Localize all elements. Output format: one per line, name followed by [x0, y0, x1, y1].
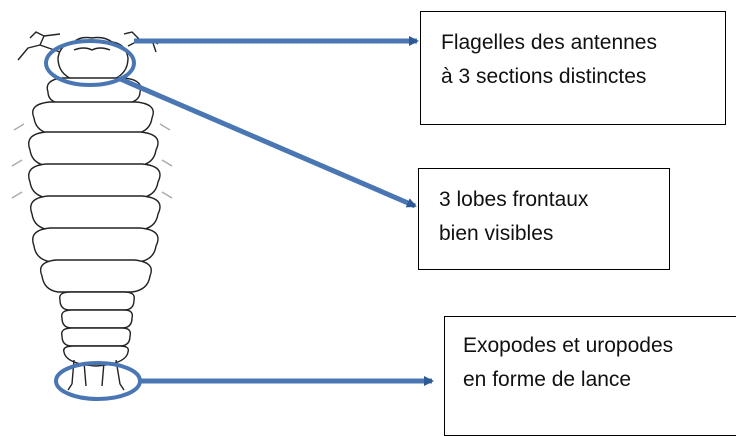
label-lobes-line1: 3 lobes frontaux	[439, 188, 589, 211]
left-antenna	[17, 31, 61, 61]
pleon-segment-3	[61, 327, 132, 347]
segment-3	[28, 131, 159, 167]
segment-6	[32, 227, 159, 263]
pleon-segment-1	[59, 291, 135, 311]
tail-highlight-ellipse	[54, 361, 142, 401]
segment-2	[32, 101, 154, 135]
pleon-segment-2	[61, 309, 134, 329]
label-exopodes-line2: en forme de lance	[463, 368, 632, 391]
pereopod-hints	[11, 123, 173, 199]
uropods	[67, 359, 125, 391]
segment-4	[28, 163, 161, 199]
label-exopodes-line1: Exopodes et uropodes	[463, 334, 674, 357]
head-highlight-ellipse	[44, 39, 136, 87]
label-antennes-line1: Flagelles des antennes	[441, 31, 657, 54]
segment-5	[30, 195, 161, 231]
segment-7	[39, 259, 152, 293]
label-lobes-line2: bien visibles	[439, 222, 554, 245]
label-antennes-line2: à 3 sections distinctes	[441, 65, 647, 88]
label-box-exopodes: Exopodes et uropodes en forme de lance	[444, 316, 736, 436]
label-box-lobes: 3 lobes frontaux bien visibles	[418, 168, 670, 270]
isopod-drawing	[11, 31, 173, 391]
arrow-lobes	[117, 75, 417, 209]
frontal-lobe-lines	[73, 47, 111, 51]
label-box-antennes: Flagelles des antennes à 3 sections dist…	[420, 11, 726, 125]
